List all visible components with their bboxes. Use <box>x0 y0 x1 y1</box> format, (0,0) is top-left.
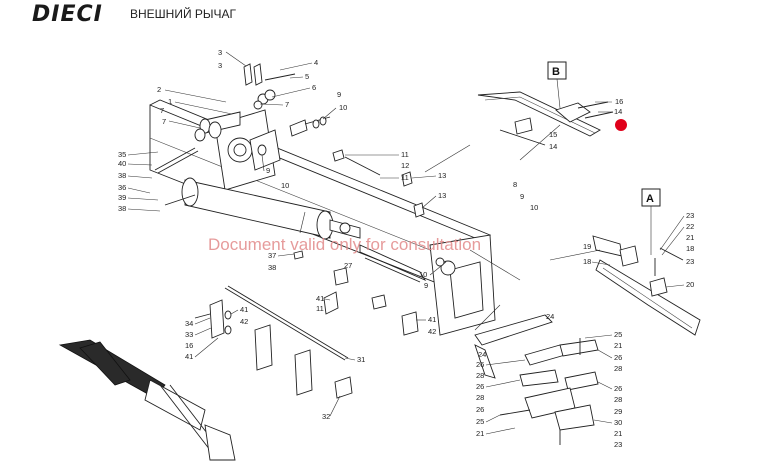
part-label: 37 <box>268 251 276 260</box>
part-label: 10 <box>419 270 427 279</box>
part-label: 21 <box>614 429 622 438</box>
part-label: 26 <box>476 360 484 369</box>
part-label: 22 <box>686 222 694 231</box>
part-label: 27 <box>344 261 352 270</box>
part-label: 41 <box>240 305 248 314</box>
part-label: 5 <box>305 72 309 81</box>
cable-chain-a <box>592 235 701 336</box>
part-label: 23 <box>686 211 694 220</box>
part-label: 14 <box>614 107 622 116</box>
part-label: 41 <box>185 352 193 361</box>
part-label: 9 <box>337 90 341 99</box>
part-label: 35 <box>118 150 126 159</box>
part-label: 26 <box>476 405 484 414</box>
part-label: 11 <box>316 304 324 313</box>
part-label: 9 <box>266 166 270 175</box>
callout-a-label: A <box>646 193 654 205</box>
part-label: 16 <box>185 341 193 350</box>
callout-a: A <box>641 188 661 255</box>
part-number-labels: 3 3 4 5 6 2 1 7 7 7 9 10 9 10 35 40 38 3… <box>118 48 694 449</box>
boom-silhouette <box>58 339 236 461</box>
part-label: 42 <box>240 317 248 326</box>
part-label: 20 <box>686 280 694 289</box>
callout-b: B <box>547 61 567 109</box>
part-label: 9 <box>520 192 524 201</box>
part-label: 25 <box>476 417 484 426</box>
part-label: 32 <box>322 412 330 421</box>
part-label: 1 <box>168 97 172 106</box>
part-label: 28 <box>476 393 484 402</box>
part-label: 24 <box>546 312 554 321</box>
part-label: 10 <box>339 103 347 112</box>
part-label: 12 <box>401 161 409 170</box>
page-header: DIECI ВНЕШНИЙ РЫЧАГ <box>0 0 768 28</box>
cable-chain-b <box>477 91 614 146</box>
cable-chain-center <box>333 244 427 336</box>
part-label: 38 <box>268 263 276 272</box>
part-label: 7 <box>285 100 289 109</box>
slide-block-assembly <box>474 314 599 445</box>
part-label: 4 <box>314 58 318 67</box>
boom-arm <box>149 99 496 336</box>
part-label: 28 <box>614 364 622 373</box>
part-label: 7 <box>162 117 166 126</box>
part-label: 18 <box>583 257 591 266</box>
part-label: 40 <box>118 159 126 168</box>
part-label: 31 <box>357 355 365 364</box>
part-label: 7 <box>160 106 164 115</box>
part-label: 11 <box>401 150 409 159</box>
part-label: 24 <box>478 350 486 359</box>
part-label: 21 <box>614 341 622 350</box>
part-label: 11 <box>401 173 409 182</box>
highlight-marker <box>615 119 627 131</box>
callout-b-label: B <box>552 66 560 78</box>
part-label: 21 <box>686 233 694 242</box>
part-label: 21 <box>476 429 484 438</box>
part-label: 23 <box>686 257 694 266</box>
part-label: 26 <box>476 382 484 391</box>
part-label: 36 <box>118 183 126 192</box>
part-label: 25 <box>614 330 622 339</box>
part-label: 2 <box>157 85 161 94</box>
part-label: 6 <box>312 83 316 92</box>
part-label: 28 <box>476 371 484 380</box>
part-label: 23 <box>614 440 622 449</box>
part-label: 26 <box>614 384 622 393</box>
part-label: 19 <box>583 242 591 251</box>
part-label: 30 <box>614 418 622 427</box>
hydraulic-cylinder <box>181 177 361 240</box>
part-label: 33 <box>185 330 193 339</box>
pins-top-left <box>154 63 425 218</box>
part-label: 42 <box>428 327 436 336</box>
part-label: 38 <box>118 171 126 180</box>
brand-logo: DIECI <box>32 2 103 27</box>
part-label: 34 <box>185 319 193 328</box>
part-label: 16 <box>615 97 623 106</box>
part-label: 13 <box>438 191 446 200</box>
part-label: 13 <box>438 171 446 180</box>
part-label: 9 <box>424 281 428 290</box>
part-label: 26 <box>614 353 622 362</box>
watermark-text: Document valid only for consultation <box>208 235 481 254</box>
part-label: 10 <box>530 203 538 212</box>
part-label: 28 <box>614 395 622 404</box>
part-label: 8 <box>513 180 517 189</box>
page-title: ВНЕШНИЙ РЫЧАГ <box>130 7 237 21</box>
part-label: 29 <box>614 407 622 416</box>
leader-lines <box>299 124 601 331</box>
part-label: 15 <box>549 130 557 139</box>
part-label: 41 <box>316 294 324 303</box>
part-label: 41 <box>428 315 436 324</box>
left-brackets <box>194 250 353 399</box>
part-label: 14 <box>549 142 557 151</box>
part-label: 38 <box>118 204 126 213</box>
part-label: 18 <box>686 244 694 253</box>
part-label: 3 <box>218 61 222 70</box>
part-label: 10 <box>281 181 289 190</box>
part-label: 3 <box>218 48 222 57</box>
part-label: 39 <box>118 193 126 202</box>
